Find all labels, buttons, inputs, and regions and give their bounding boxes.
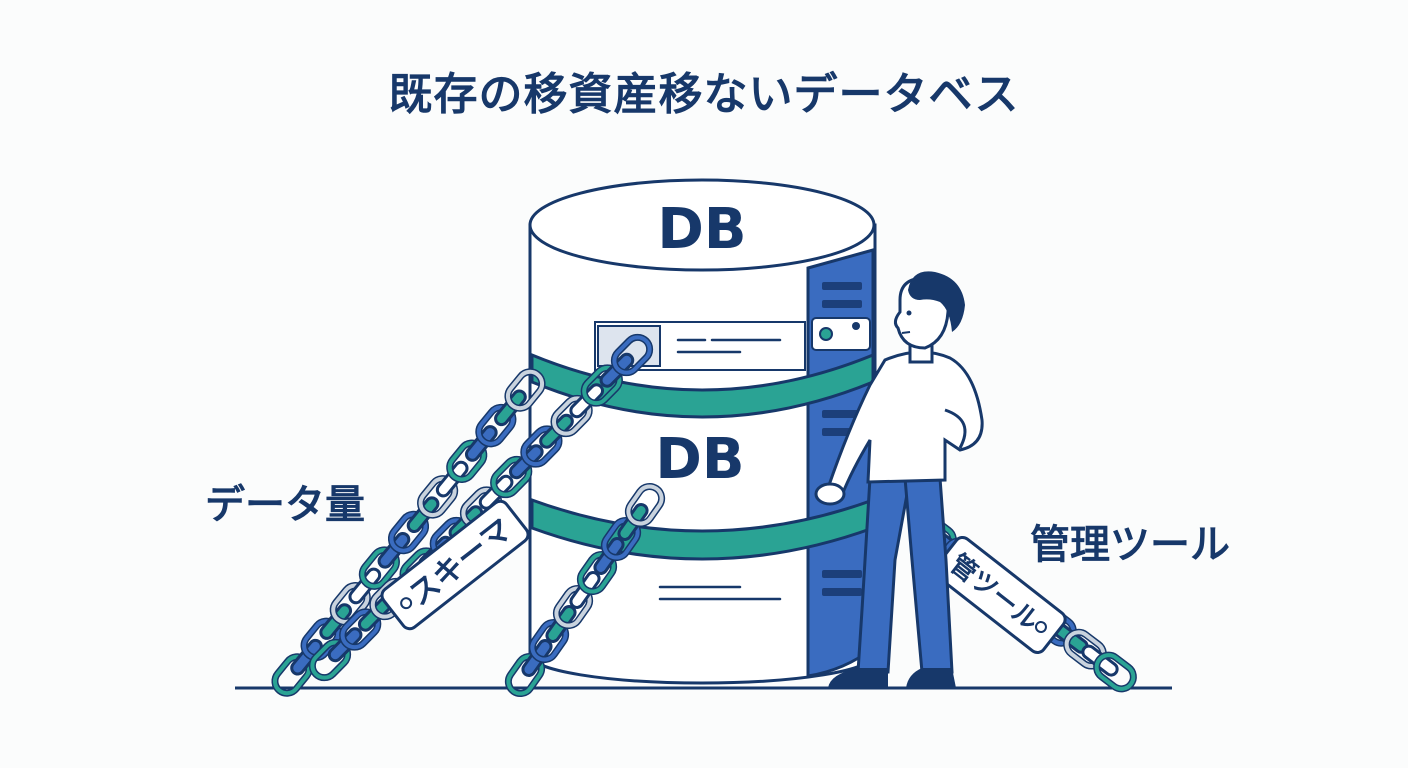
management-tools-label: 管理ツール	[1030, 522, 1230, 568]
rack-led-icon	[852, 322, 860, 330]
data-volume-label: データ量	[205, 482, 365, 528]
person-arm	[944, 408, 967, 449]
person-right-leg	[903, 476, 954, 674]
person-figure	[814, 271, 984, 688]
person-hair	[908, 271, 965, 332]
chain-link	[626, 484, 664, 526]
chain-left-outer	[271, 368, 546, 697]
person-right-shoe	[906, 668, 956, 688]
tag-hole-icon	[1034, 621, 1047, 634]
tools-tag: 管ツール	[933, 535, 1067, 655]
person-eye	[906, 310, 912, 316]
database-cylinder: DB DB	[528, 178, 877, 685]
chain-front	[504, 482, 666, 698]
tag-hole-icon	[400, 597, 413, 610]
chain-link	[505, 369, 545, 411]
rack-led-icon	[819, 327, 833, 341]
person-shirt	[826, 350, 984, 498]
cylinder-top	[528, 178, 876, 272]
document-lines	[676, 338, 782, 354]
chain-left-inner	[308, 333, 654, 682]
lower-document-lines	[658, 585, 782, 601]
chain-link	[1094, 653, 1136, 691]
person-hand	[814, 482, 846, 506]
db-top-label: DB	[657, 197, 746, 262]
chain-link	[612, 335, 652, 375]
db-middle-label: DB	[655, 427, 744, 492]
schema-tag-plate	[380, 499, 530, 631]
page-title: 既存の移資産移ないデータベス	[388, 69, 1020, 120]
person-left-shoe	[828, 668, 888, 688]
person-mouth	[901, 331, 911, 334]
